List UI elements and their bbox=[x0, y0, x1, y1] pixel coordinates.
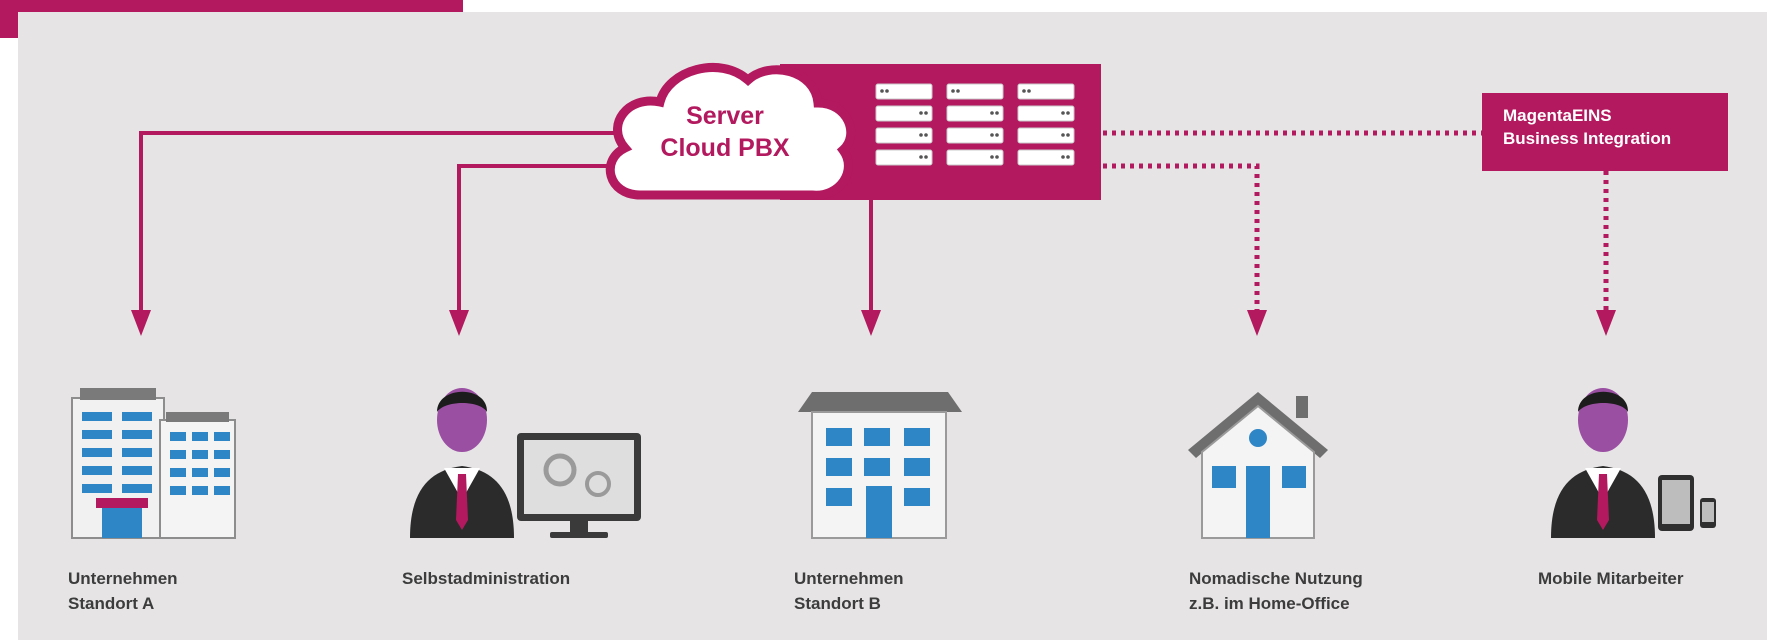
connector-standort-a bbox=[139, 131, 630, 320]
monitor-icon bbox=[517, 433, 641, 538]
phone-icon bbox=[1700, 498, 1716, 528]
label-mobile-mitarbeiter: Mobile Mitarbeiter bbox=[1538, 569, 1684, 588]
server-rack bbox=[780, 64, 1101, 200]
label-standort-a: Unternehmen Standort A bbox=[68, 569, 178, 613]
solid-connectors bbox=[139, 131, 873, 320]
label-selbstadministration: Selbstadministration bbox=[402, 569, 571, 588]
label-standort-b: Unternehmen Standort B bbox=[794, 569, 904, 613]
dotted-connectors bbox=[1103, 130, 1609, 318]
office-building-icon bbox=[71, 388, 236, 539]
tablet-icon bbox=[1658, 475, 1694, 531]
header-accent-bar bbox=[0, 0, 463, 12]
label-nomadische-nutzung: Nomadische Nutzung z.B. im Home-Office bbox=[1189, 569, 1363, 613]
admin-person-icon bbox=[410, 388, 514, 538]
magentaeins-box bbox=[1482, 93, 1728, 171]
company-house-icon bbox=[798, 392, 962, 539]
magentaeins-label: MagentaEINS Business Integration bbox=[1503, 106, 1672, 148]
home-office-icon bbox=[1188, 392, 1328, 539]
cloud-pbx-label: Server Cloud PBX bbox=[660, 102, 790, 162]
cloud-icon bbox=[605, 62, 856, 200]
solid-arrowheads bbox=[131, 310, 881, 336]
left-accent-edge bbox=[0, 12, 18, 38]
mobile-worker-icon bbox=[1551, 388, 1655, 538]
connector-selbstadmin bbox=[457, 164, 630, 320]
dotted-arrowheads bbox=[1247, 310, 1616, 336]
connector-nomadisch bbox=[1103, 163, 1260, 318]
